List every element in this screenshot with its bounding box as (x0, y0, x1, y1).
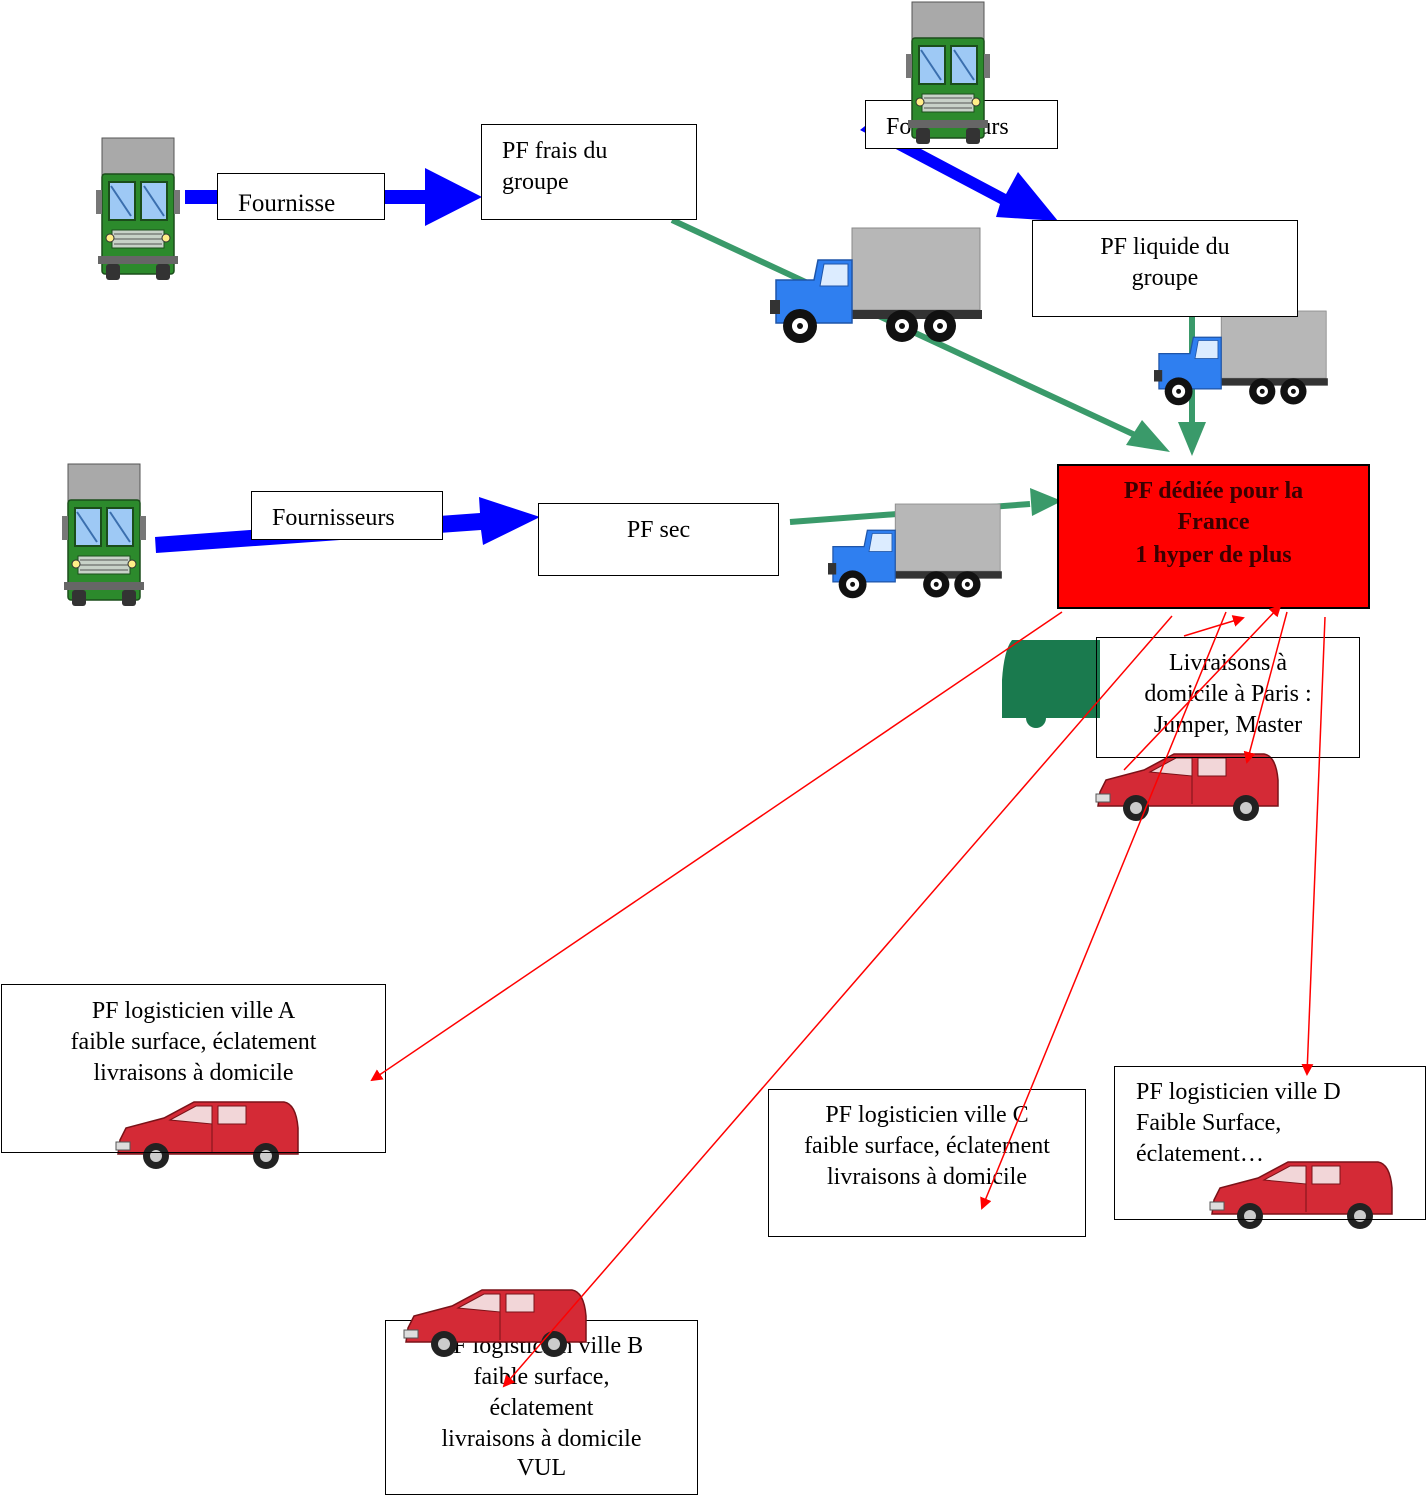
paris-delivery-line-3: Jumper, Master (1153, 712, 1303, 738)
blue-truck-icon (769, 227, 983, 344)
ville-c-line-3: livraisons à domicile (827, 1164, 1027, 1190)
supplier-label: Fournisse (238, 190, 336, 217)
ville-c-line-2: faible surface, éclatement (804, 1133, 1050, 1159)
pf-france-line-3: 1 hyper de plus (1135, 542, 1292, 568)
pf-frais-line-1: PF frais du (502, 138, 608, 164)
red-van-icon (1095, 753, 1279, 822)
ville-b-line-1: PF logisticien ville B (439, 1333, 644, 1359)
ville-a-line-2: faible surface, éclatement (70, 1029, 317, 1055)
pf-france-line-2: France (1177, 509, 1250, 535)
truck-front-icon (95, 137, 181, 281)
ville-c-line-1: PF logisticien ville C (825, 1102, 1029, 1128)
paris-delivery-line-1: Livraisons à (1169, 650, 1287, 676)
green-delivery-truck-icon (1002, 640, 1100, 728)
pf-sec-label: PF sec (626, 517, 691, 543)
truck-front-icon (61, 463, 147, 607)
supplier-label: Fournisseurs (272, 505, 395, 531)
ville-b-line-5: VUL (516, 1455, 567, 1481)
pf-liquide-box (1032, 220, 1298, 317)
ville-b-line-3: éclatement (489, 1395, 594, 1421)
supplier-box (251, 491, 443, 540)
paris-delivery-line-2: domicile à Paris : (1144, 681, 1312, 707)
ville-b-line-4: livraisons à domicile (441, 1426, 642, 1452)
ville-d-line-3: éclatement… (1136, 1141, 1264, 1167)
pf-sec-box (538, 503, 779, 576)
supplier-box (217, 173, 385, 220)
pf-liquide-line-1: PF liquide du (1100, 234, 1230, 260)
pf-liquide-line-2: groupe (1131, 265, 1199, 291)
ville-a-line-1: PF logisticien ville A (91, 998, 296, 1024)
supplier-label: Fournisseurs (886, 114, 1009, 140)
ville-d-line-1: PF logisticien ville D (1136, 1079, 1341, 1105)
pf-france-line-1: PF dédiée pour la (1123, 478, 1304, 504)
blue-truck-icon (1153, 310, 1329, 406)
pf-france-box (1057, 464, 1370, 609)
pf-frais-line-2: groupe (502, 169, 569, 195)
pf-frais-box (481, 124, 697, 220)
ville-a-line-3: livraisons à domicile (93, 1060, 294, 1086)
ville-d-line-2: Faible Surface, (1136, 1110, 1282, 1136)
transfer-arrow-heads (1030, 420, 1206, 516)
ville-b-line-2: faible surface, (473, 1364, 610, 1390)
